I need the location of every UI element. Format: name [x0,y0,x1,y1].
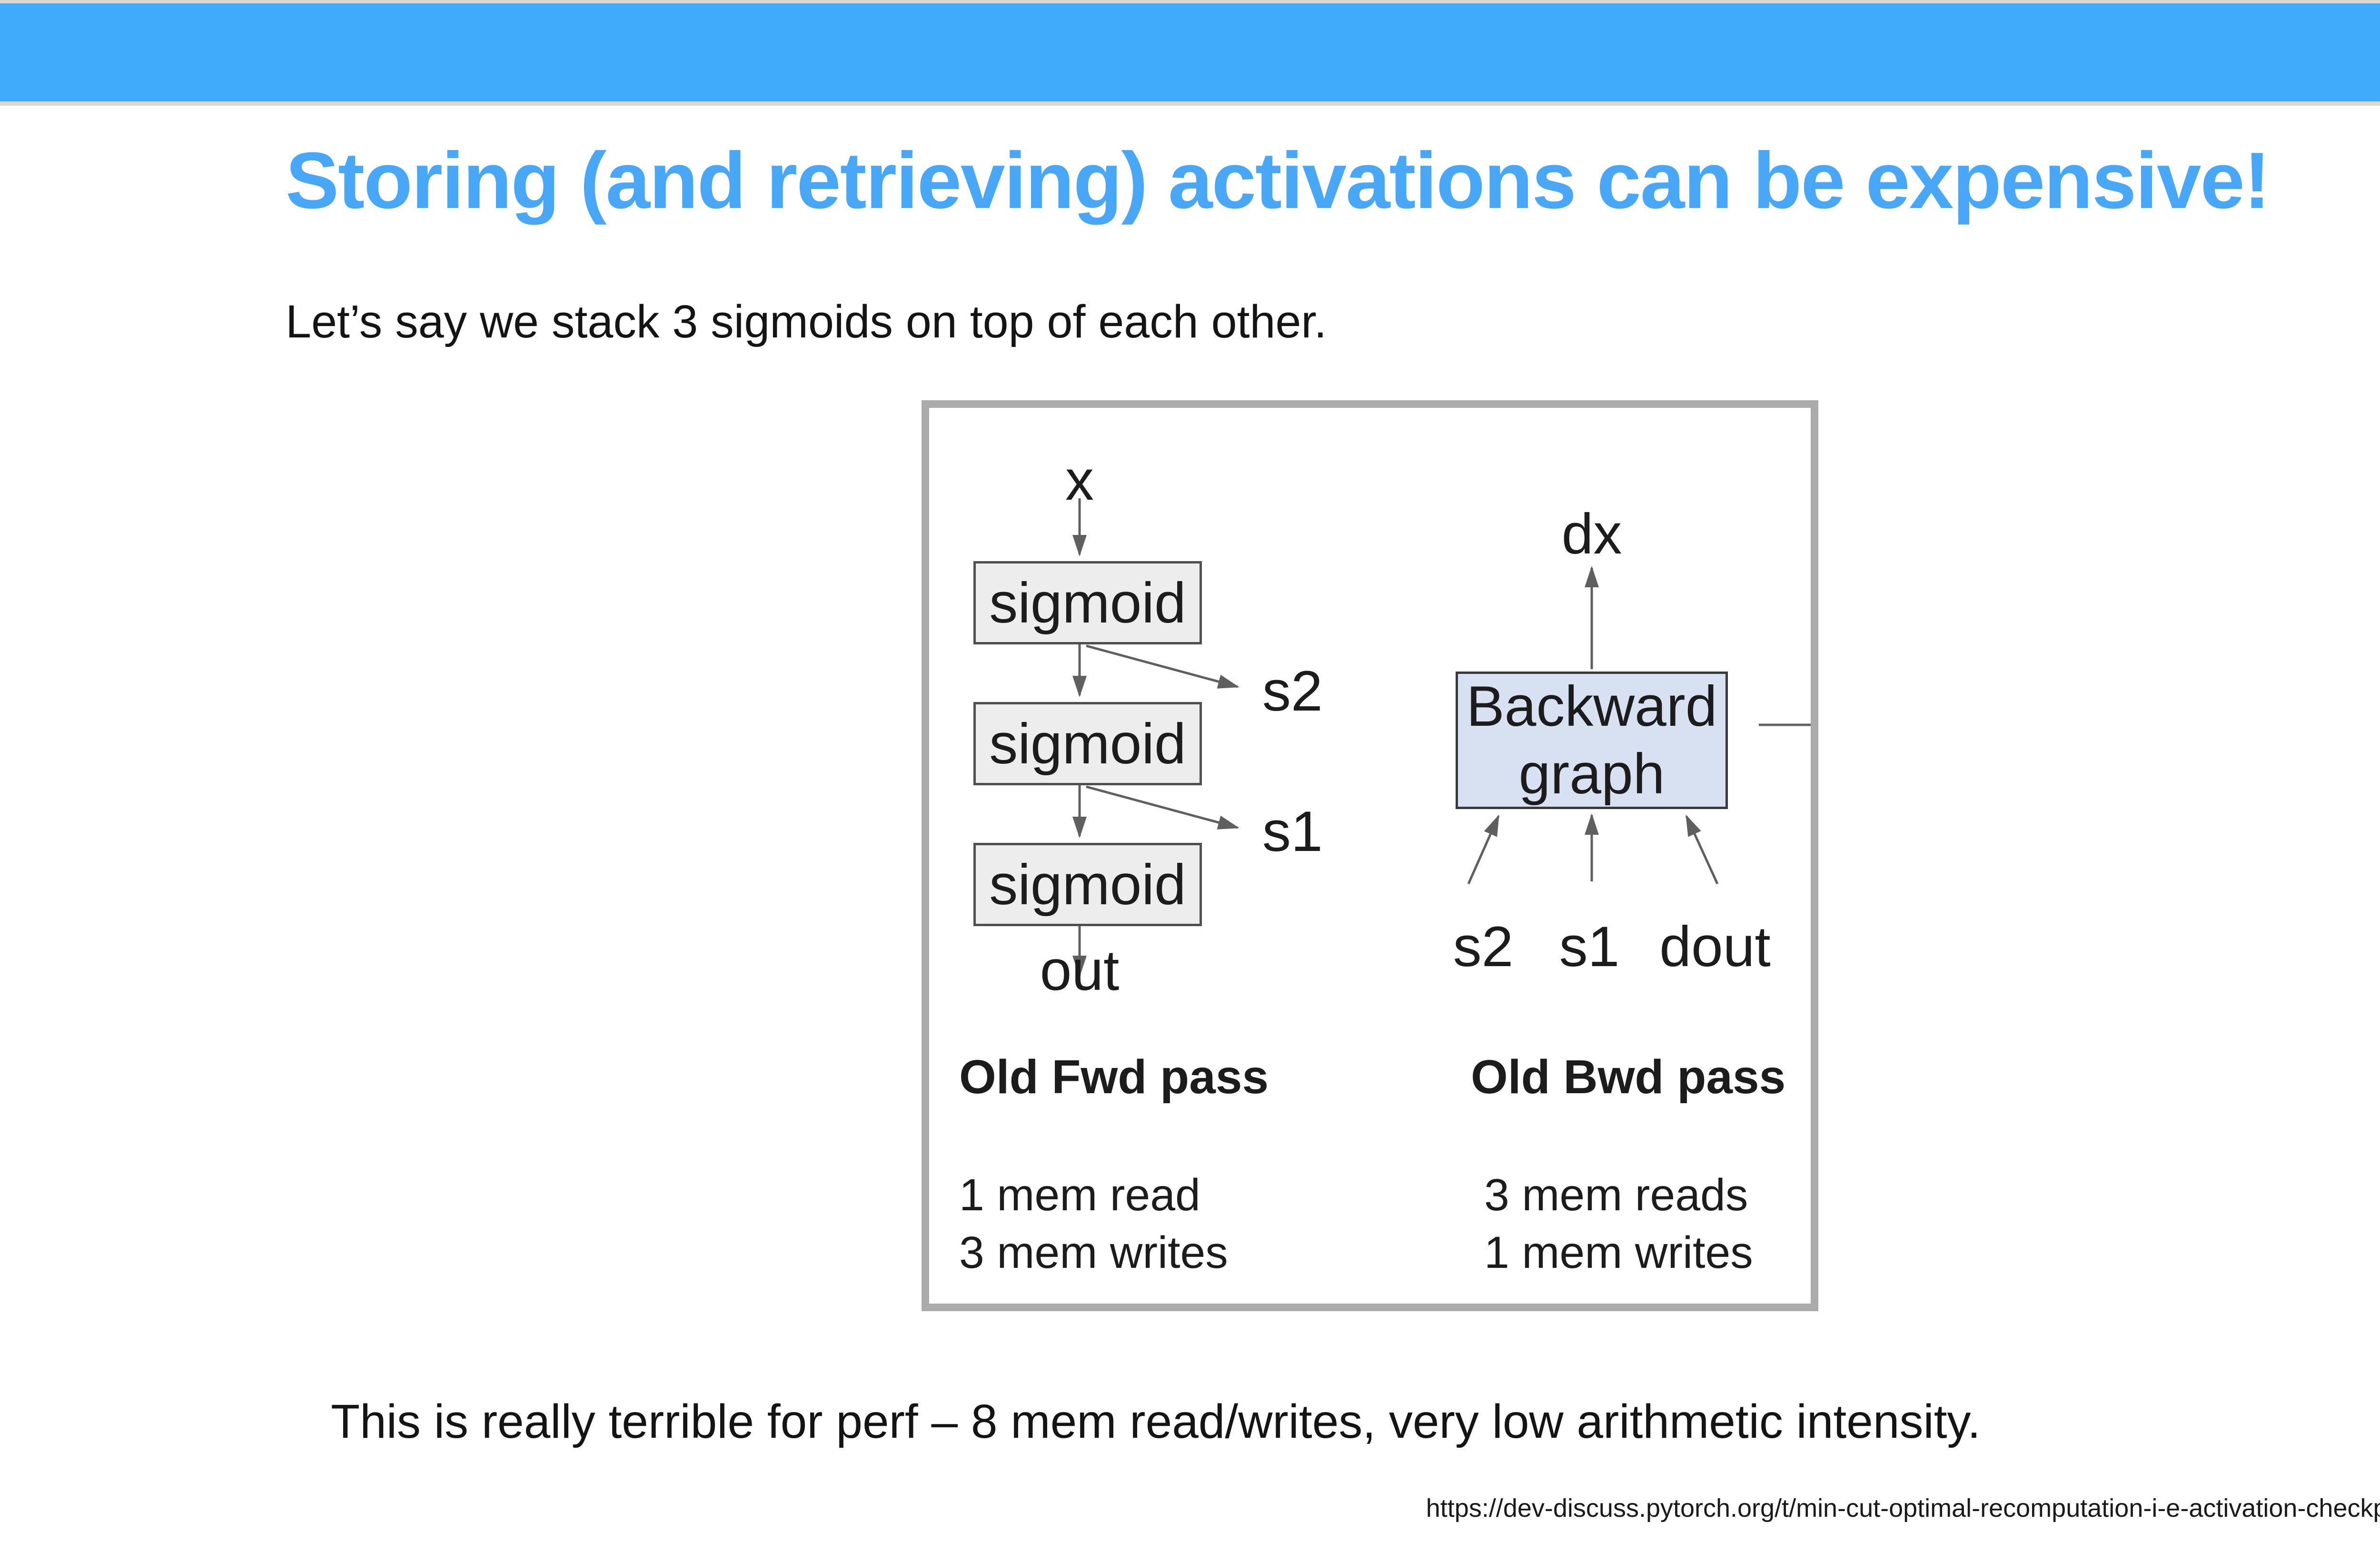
backward-graph-label-line1: Backward [1466,674,1717,738]
header-bar-bottom-strip [0,101,2380,106]
sigmoid-box-2-label: sigmoid [989,712,1186,776]
sigmoid-box-1-label: sigmoid [989,571,1186,635]
input-x-label: x [1065,448,1094,512]
backward-mem-reads: 3 mem reads [1484,1170,1748,1220]
backward-graph-label-line2: graph [1518,741,1665,806]
backward-input-s1-label: s1 [1559,915,1620,979]
slide-title: Storing (and retrieving) activations can… [286,136,2271,225]
intro-text: Let’s say we stack 3 sigmoids on top of … [286,296,1327,347]
backward-graph-box: Backward graph [1456,672,1728,809]
backward-mem-writes: 1 mem writes [1484,1227,1753,1278]
sigmoid-box-3: sigmoid [973,843,1202,926]
backward-input-s2-label: s2 [1453,915,1514,979]
saved-activation-s2-label: s2 [1262,659,1323,723]
arrow-s2-to-backward [1467,814,1500,885]
arrow-dout-to-backward [1685,814,1719,885]
backward-pass-title: Old Bwd pass [1471,1050,1786,1104]
forward-mem-writes: 3 mem writes [959,1227,1228,1278]
arrow-save-s2 [1086,644,1240,689]
diagram-arrows [1072,498,1811,978]
arrow-save-s1 [1086,785,1240,830]
sigmoid-box-1: sigmoid [973,561,1202,644]
output-out-label: out [1040,939,1120,1002]
diagram-figure: x sigmoid s2 sigmoid s1 sigmoid out dx B… [922,400,1818,1311]
sigmoid-box-2: sigmoid [973,702,1202,785]
forward-mem-reads: 1 mem read [959,1170,1200,1220]
source-url: https://dev-discuss.pytorch.org/t/min-cu… [1426,1494,2380,1522]
gradient-dx-label: dx [1561,502,1622,566]
sigmoid-box-3-label: sigmoid [989,852,1186,917]
diagram-inner: x sigmoid s2 sigmoid s1 sigmoid out dx B… [929,408,1811,1304]
forward-pass-title: Old Fwd pass [959,1050,1269,1104]
header-bar [0,3,2380,101]
saved-activation-s1-label: s1 [1262,800,1323,863]
conclusion-text: This is really terrible for perf – 8 mem… [331,1395,1981,1448]
top-edge-strip [0,0,2380,3]
backward-input-dout-label: dout [1659,915,1771,979]
